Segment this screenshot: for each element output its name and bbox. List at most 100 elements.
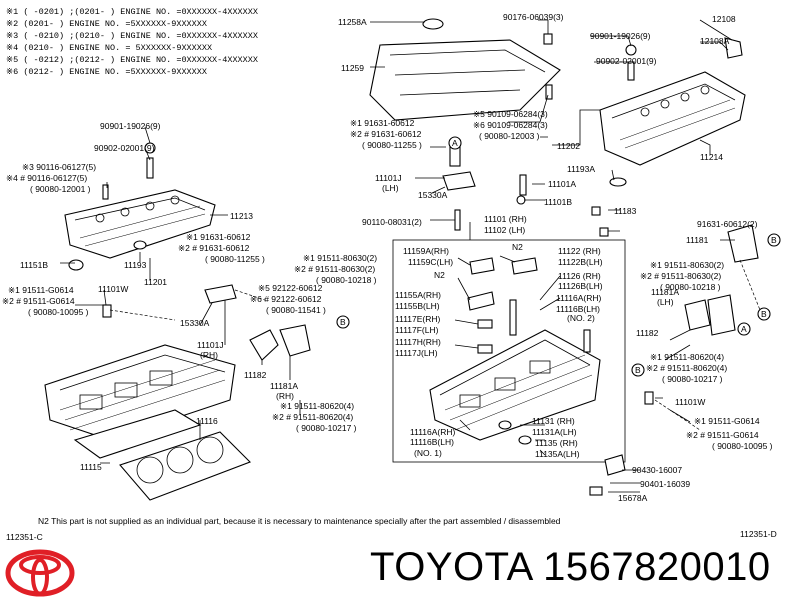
ref-circle-a: [448, 136, 462, 150]
part-label: N2: [512, 242, 523, 252]
part-label: ※1 91511-80620(4): [650, 352, 724, 362]
plug-tube: [627, 61, 635, 81]
header-notes: ※1 ( -0201) ;(0201- ) ENGINE NO. =0XXXXX…: [6, 7, 258, 77]
part-11117e: [477, 319, 493, 329]
bracket-11181a-left: [279, 324, 311, 357]
part-label: 11101J: [375, 173, 402, 183]
header-note: ※2 (0201- ) ENGINE NO. =5XXXXXX-9XXXXXX: [6, 19, 207, 29]
part-label: ( 90080-11541 ): [266, 305, 326, 315]
diagram-code-right: 112351-D: [740, 529, 777, 539]
part-label: ※3 90116-06127(5): [22, 162, 96, 172]
part-label: 11101J: [197, 340, 224, 350]
ref-circle-b: [767, 233, 781, 247]
part-label: 11126 (RH): [558, 271, 601, 281]
bolt-90110: [454, 209, 461, 231]
ref-circle-b: [336, 315, 350, 329]
part-label: (LH): [382, 183, 399, 193]
footnote: N2 This part is not supplied as an indiv…: [38, 516, 561, 526]
part-label: ( 90080-10217 ): [296, 423, 357, 433]
part-label: ※2 # 91511-80620(4): [272, 412, 353, 422]
part-label: ※2 # 91511-G0614: [2, 296, 75, 306]
brand-part-number: TOYOTA 1567820010: [370, 545, 771, 589]
bracket-11181: [727, 224, 759, 263]
part-label: 11135 (RH): [535, 438, 578, 448]
leader-lines: [60, 19, 735, 493]
part-label: ( 90080-10095 ): [712, 441, 773, 451]
part-label: ※5 90109-06284(3): [473, 109, 548, 119]
part-label: 11259: [341, 63, 364, 73]
right-side-brackets: [589, 224, 761, 496]
reference-markers: A B B B A B: [336, 136, 781, 377]
diagram-code-left: 112351-C: [6, 532, 43, 542]
part-label: 11117F(LH): [395, 325, 439, 335]
ref-label: B: [635, 365, 641, 375]
part-label: 11155A(RH): [395, 290, 441, 300]
part-label: 11202: [557, 141, 580, 151]
part-label: 11102 (LH): [484, 225, 525, 235]
cylinder-head-left: [44, 344, 236, 441]
part-label: 11201: [144, 277, 167, 287]
part-label: ( 90080-10217 ): [662, 374, 723, 384]
part-label: 11182: [244, 370, 267, 380]
part-label: 15330A: [418, 190, 448, 200]
part-label: 11181A: [270, 381, 298, 391]
part-label: 11183: [614, 206, 637, 216]
seal-11101b: [516, 195, 526, 205]
part-11122: [511, 257, 538, 275]
seal-11135: [518, 435, 532, 445]
bracket-11181a-right: [707, 294, 736, 336]
part-11155a: [467, 291, 495, 311]
part-label: (LH): [657, 297, 674, 307]
plug-11101w-left: [102, 304, 112, 318]
part-label: 11101A: [548, 179, 576, 189]
toyota-logo: [5, 549, 75, 597]
part-label: 11182: [636, 328, 659, 338]
right-head-box: [392, 239, 626, 463]
part-label: 91631-60612(2): [697, 219, 758, 229]
part-label: 11181: [686, 235, 709, 245]
part-label: 90902-02001(9): [94, 143, 155, 153]
gasket-11193: [133, 240, 147, 250]
bracket-11182-right: [684, 299, 711, 331]
plug-90430: [604, 454, 626, 476]
part-label: 11116B(LH): [556, 304, 600, 314]
plug-15678a: [589, 486, 603, 496]
part-label: ※6 90109-06284(3): [473, 120, 548, 130]
part-label: 11116A(RH): [410, 427, 456, 437]
part-label: 11193: [124, 260, 147, 270]
part-label: 11135A(LH): [535, 449, 580, 459]
part-label: ※1 91631-60612: [186, 232, 251, 242]
stud-90176: [545, 84, 553, 100]
part-label: 11214: [700, 152, 723, 162]
head-gasket-left: [73, 409, 251, 501]
part-label: 12108A: [700, 36, 730, 46]
part-label: 11126B(LH): [558, 281, 603, 291]
spark-plug-90901: [625, 44, 637, 56]
plug-15330a-top: [442, 171, 476, 191]
seal-11151b: [68, 259, 84, 271]
plug-11183b: [599, 227, 609, 237]
part-label: 90430-16007: [632, 465, 682, 475]
plug-11101w-right: [644, 391, 654, 405]
ocv-11101j-rh: [204, 284, 237, 304]
part-label: 90901-19026(9): [100, 121, 161, 131]
part-label: 11258A: [338, 17, 367, 27]
part-label: 11101 (RH): [484, 214, 527, 224]
bracket-11182-left: [249, 329, 279, 361]
left-head-accessories: [102, 284, 311, 361]
part-label: ( 90080-11255 ): [362, 140, 422, 150]
seal-11131: [498, 420, 512, 430]
bolt-90176: [543, 33, 553, 45]
bolt-11101a: [519, 174, 527, 196]
part-label: 90902-02001(9): [596, 56, 657, 66]
part-label: ※1 91511-80630(2): [650, 260, 724, 270]
part-label: 11131 (RH): [532, 416, 575, 426]
part-label: 11116B(LH): [410, 437, 454, 447]
ref-label: B: [761, 309, 767, 319]
part-label: (NO. 1): [414, 448, 442, 458]
part-label: 15330A: [180, 318, 210, 328]
header-note: ※6 (0212- ) ENGINE NO. =5XXXXXX-9XXXXXX: [6, 67, 207, 77]
ref-circle-b: [631, 363, 645, 377]
plug-11183: [591, 206, 601, 216]
engine-cover-11259: [369, 18, 561, 121]
